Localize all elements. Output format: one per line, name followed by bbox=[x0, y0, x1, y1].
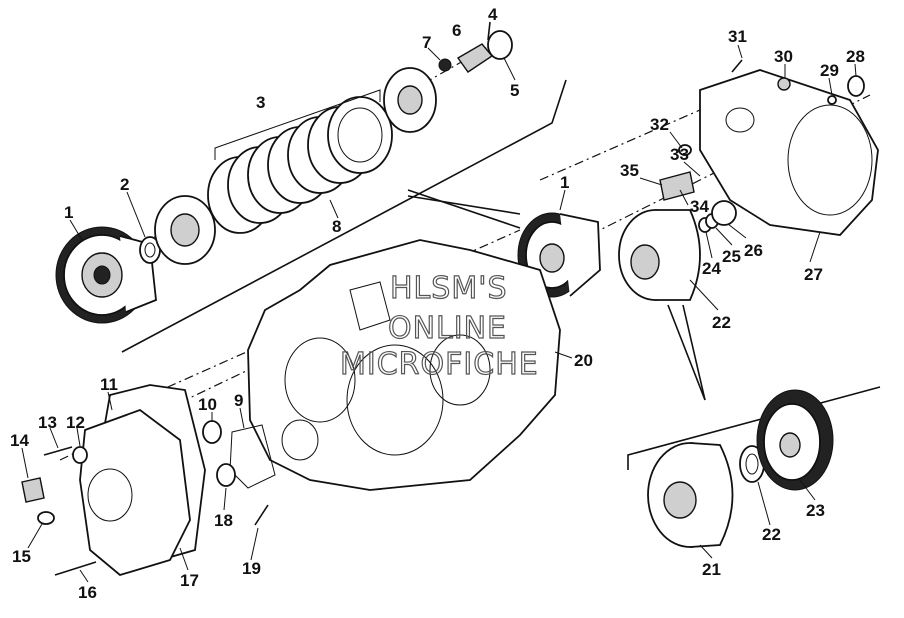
release-bearing-parts bbox=[438, 21, 513, 73]
left-cover-small-parts bbox=[21, 446, 97, 576]
callout-24: 24 bbox=[702, 259, 721, 278]
callout-20: 20 bbox=[574, 351, 593, 370]
callout-4: 4 bbox=[488, 5, 498, 24]
callout-18: 18 bbox=[214, 511, 233, 530]
watermark-line-1: HLSM'S bbox=[390, 271, 508, 306]
starter-clutch-assembly-lower bbox=[647, 389, 834, 548]
callout-7: 7 bbox=[422, 33, 431, 52]
callout-16: 16 bbox=[78, 583, 97, 602]
callout-17: 17 bbox=[180, 571, 199, 590]
callout-33: 33 bbox=[670, 145, 689, 164]
callout-5: 5 bbox=[510, 81, 519, 100]
callout-12: 12 bbox=[66, 413, 85, 432]
callout-30: 30 bbox=[774, 47, 793, 66]
callout-29: 29 bbox=[820, 61, 839, 80]
callout-10: 10 bbox=[198, 395, 217, 414]
callout-31: 31 bbox=[728, 27, 747, 46]
clutch-basket-gear-left bbox=[55, 226, 157, 324]
pressure-plate bbox=[383, 67, 437, 133]
bracket-lines bbox=[121, 79, 881, 470]
callout-1-right: 1 bbox=[560, 173, 569, 192]
callout-21: 21 bbox=[702, 560, 721, 579]
callout-2: 2 bbox=[120, 175, 129, 194]
crankcase bbox=[247, 239, 561, 491]
watermark: HLSM'S ONLINE MICROFICHE bbox=[339, 270, 539, 382]
watermark-line-2: ONLINE bbox=[388, 311, 507, 346]
callout-28: 28 bbox=[846, 47, 865, 66]
callout-32: 32 bbox=[650, 115, 669, 134]
leader-lines bbox=[21, 44, 857, 583]
callout-11: 11 bbox=[100, 375, 118, 394]
right-crankcase-cover bbox=[699, 69, 879, 236]
callout-14: 14 bbox=[10, 431, 29, 450]
callout-3: 3 bbox=[256, 93, 265, 112]
callout-15: 15 bbox=[12, 547, 31, 566]
oil-seal-and-bearings bbox=[202, 420, 276, 526]
callout-9: 9 bbox=[234, 391, 243, 410]
callout-19: 19 bbox=[242, 559, 261, 578]
callout-26: 26 bbox=[744, 241, 763, 260]
shaft-and-bearings bbox=[659, 144, 737, 233]
callout-23: 23 bbox=[806, 501, 825, 520]
callout-labels: 1 2 3 4 5 6 7 8 1 9 10 11 12 13 14 15 16… bbox=[10, 5, 865, 602]
clutch-plate-stack bbox=[207, 89, 393, 234]
callout-34: 34 bbox=[690, 197, 709, 216]
callout-1-left: 1 bbox=[64, 203, 73, 222]
callout-13: 13 bbox=[38, 413, 57, 432]
callout-25: 25 bbox=[722, 247, 741, 266]
starter-clutch-drum-upper bbox=[618, 209, 701, 301]
callout-35: 35 bbox=[620, 161, 639, 180]
watermark-line-3: MICROFICHE bbox=[340, 347, 539, 382]
callout-22-upper: 22 bbox=[712, 313, 731, 332]
clutch-hub bbox=[154, 195, 216, 265]
callout-6: 6 bbox=[452, 21, 461, 40]
callout-8: 8 bbox=[332, 217, 341, 236]
callout-27: 27 bbox=[804, 265, 823, 284]
left-cover-gasket bbox=[79, 384, 206, 577]
callout-22-lower: 22 bbox=[762, 525, 781, 544]
